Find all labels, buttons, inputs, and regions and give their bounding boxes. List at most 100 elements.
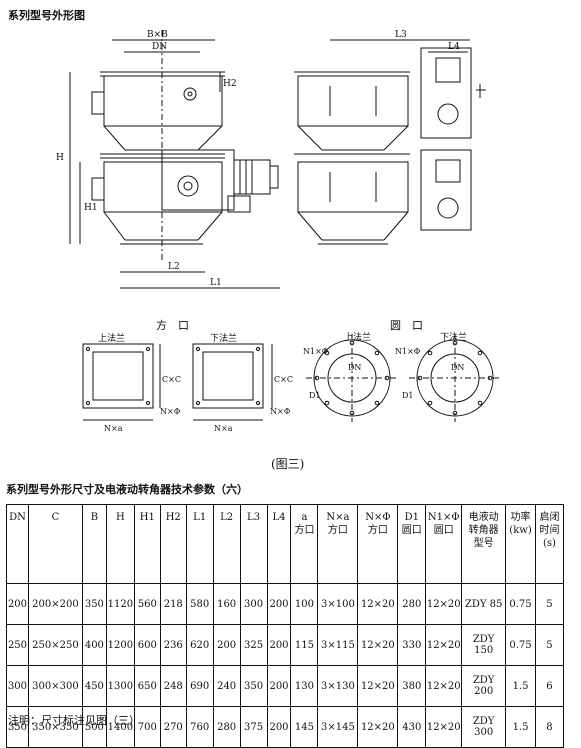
round-port-title: 圆 口 [390, 319, 423, 332]
header-text: D1 [404, 512, 419, 523]
table-cell: 300×300 [27, 665, 83, 707]
table-cell: 12×20 [357, 706, 399, 748]
figure-caption: (图三) [271, 457, 305, 471]
table-cell: 250 [6, 624, 29, 666]
table-cell: 100 [290, 583, 319, 625]
table-cell: 6 [534, 665, 565, 707]
header-cell: L1 [185, 504, 214, 584]
header-text: 时间 [539, 525, 560, 536]
table-cell: 3×100 [317, 583, 359, 625]
table-cell: 248 [159, 665, 187, 707]
header-text: 转角器 [468, 525, 499, 536]
square-upper-na-label: N×a [104, 424, 123, 433]
dim-dn-label: DN [152, 42, 167, 52]
table-cell: 12×20 [425, 665, 463, 707]
table-cell: 200 [266, 624, 292, 666]
header-text: L1 [193, 512, 207, 523]
table-cell: 12×20 [357, 624, 399, 666]
round-flange-upper [306, 334, 398, 422]
table-cell: 218 [159, 583, 187, 625]
table-cell: 3×145 [317, 706, 359, 748]
header-text: L3 [247, 512, 261, 523]
square-flange-upper [82, 343, 161, 421]
table-cell: 620 [185, 624, 214, 666]
header-text: N×a [326, 512, 350, 523]
table-cell: 250×250 [27, 624, 83, 666]
round-lower-dn-label: DN [451, 363, 464, 372]
header-cell: 功率 (kw) [505, 504, 536, 584]
header-text: 方口 [327, 525, 348, 536]
header-text: 功率 [510, 512, 531, 523]
front-view [69, 30, 280, 289]
table-cell: 160 [212, 583, 241, 625]
table-cell: 450 [81, 665, 107, 707]
page-title: 系列型号外形图 [8, 9, 85, 22]
outline-drawing: B×B DN H2 H H1 L2 L1 L3 L4 方 口 圆 口 上法兰 下… [56, 30, 501, 433]
table-cell: 380 [397, 665, 427, 707]
table-cell: 300 [239, 583, 268, 625]
square-upper-cc-label: C×C [162, 375, 181, 384]
table-cell: 1.5 [505, 706, 536, 748]
table-cell: 1200 [105, 624, 135, 666]
round-lower-flange-label: 下法兰 [440, 331, 467, 343]
header-cell: H [105, 504, 135, 584]
header-cell: H1 [133, 504, 161, 584]
header-text: 圆口 [401, 525, 422, 536]
dim-l3-label: L3 [395, 30, 407, 40]
table-cell: 0.75 [505, 583, 536, 625]
table-cell: 690 [185, 665, 214, 707]
table-cell: 12×20 [425, 624, 463, 666]
header-text: N1×Φ [427, 512, 460, 523]
table-cell: 560 [133, 583, 161, 625]
header-text: (kw) [509, 525, 532, 536]
header-cell: H2 [159, 504, 187, 584]
table-cell: 280 [397, 583, 427, 625]
table-cell: 145 [290, 706, 319, 748]
table-cell: 280 [212, 706, 241, 748]
header-cell: DN [6, 504, 29, 584]
table-cell: 8 [534, 706, 565, 748]
table-cell: 5 [534, 624, 565, 666]
table-cell: 200 [266, 665, 292, 707]
table-cell: 12×20 [357, 665, 399, 707]
table-cell: 12×20 [357, 583, 399, 625]
table-title: 系列型号外形尺寸及电液动转角器技术参数（六） [6, 483, 248, 496]
note-text: 注明：尺寸标注见图（三） [8, 714, 140, 727]
round-lower-n1phi-label: N1×Φ [395, 347, 421, 356]
table-cell: 200×200 [27, 583, 83, 625]
square-lower-nphi-label: N×Φ [270, 407, 291, 416]
table-cell: 200 [266, 583, 292, 625]
square-lower-flange-label: 下法兰 [210, 332, 237, 344]
header-cell: B [81, 504, 107, 584]
table-cell: 236 [159, 624, 187, 666]
header-cell: D1 圆口 [397, 504, 427, 584]
header-cell: L4 [266, 504, 292, 584]
header-cell: 启闭时间(s) [534, 504, 565, 584]
side-view [294, 39, 486, 245]
table-cell: 1120 [105, 583, 135, 625]
header-text: (s) [543, 538, 556, 549]
dim-l4-label: L4 [448, 42, 460, 52]
header-text: H [115, 512, 125, 523]
header-text: L4 [272, 512, 286, 523]
table-cell: 240 [212, 665, 241, 707]
square-lower-na-label: N×a [214, 424, 233, 433]
table-cell: 5 [534, 583, 565, 625]
table-cell: 3×130 [317, 665, 359, 707]
header-cell: 电液动转角器型号 [461, 504, 507, 584]
header-text: B [90, 512, 99, 523]
table-cell: 3×115 [317, 624, 359, 666]
table-cell: 200 [212, 624, 241, 666]
table-cell: 580 [185, 583, 214, 625]
header-text: H2 [165, 512, 181, 523]
square-flange-lower [192, 343, 273, 421]
table-cell: 12×20 [425, 583, 463, 625]
table-cell: 1.5 [505, 665, 536, 707]
table-cell: 330 [397, 624, 427, 666]
header-text: 方口 [367, 525, 388, 536]
dim-l1-label: L1 [210, 278, 222, 288]
table-cell: 350 [81, 583, 107, 625]
